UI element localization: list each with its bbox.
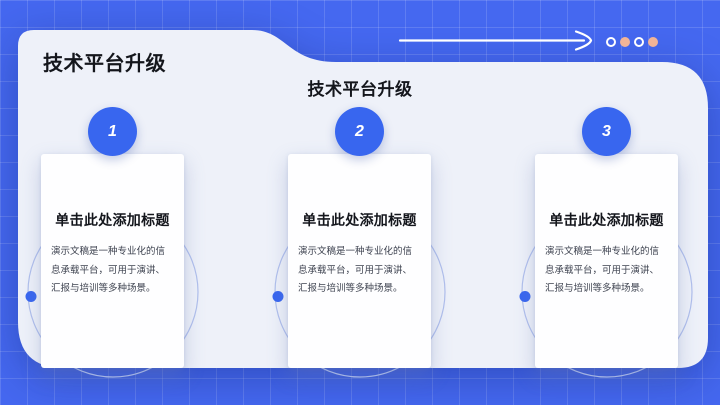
card-body-text: 演示文稿是一种专业化的信息承载平台，可用于演讲、汇报与培训等多种场景。 bbox=[545, 246, 660, 294]
step-number: 1 bbox=[108, 122, 117, 140]
arrow-strokes bbox=[398, 30, 593, 51]
ring-dot bbox=[519, 291, 531, 302]
step-number-badge: 3 bbox=[582, 107, 631, 156]
card-title-placeholder: 单击此处添加标题 bbox=[302, 212, 417, 228]
ring-dot bbox=[25, 291, 37, 302]
slide-tab-title: 技术平台升级 bbox=[43, 53, 166, 75]
step-number-badge: 2 bbox=[335, 107, 384, 156]
pagination-dot-filled-icon bbox=[648, 37, 658, 47]
step-number: 3 bbox=[602, 122, 611, 140]
ring-dot bbox=[272, 291, 284, 302]
step-number-badge: 1 bbox=[88, 107, 137, 156]
content-card: 单击此处添加标题 演示文稿是一种专业化的信息承载平台，可用于演讲、汇报与培训等多… bbox=[41, 154, 184, 368]
pagination-dot-hollow-icon bbox=[634, 37, 644, 47]
pagination-dots bbox=[606, 37, 658, 47]
card-body-text: 演示文稿是一种专业化的信息承载平台，可用于演讲、汇报与培训等多种场景。 bbox=[298, 246, 413, 294]
card-title-placeholder: 单击此处添加标题 bbox=[55, 212, 170, 228]
card-title-placeholder: 单击此处添加标题 bbox=[549, 212, 664, 228]
content-card: 单击此处添加标题 演示文稿是一种专业化的信息承载平台，可用于演讲、汇报与培训等多… bbox=[288, 154, 431, 368]
step-column-3: 3 单击此处添加标题 演示文稿是一种专业化的信息承载平台，可用于演讲、汇报与培训… bbox=[535, 107, 678, 368]
step-number: 2 bbox=[355, 122, 364, 140]
step-column-1: 1 单击此处添加标题 演示文稿是一种专业化的信息承载平台，可用于演讲、汇报与培训… bbox=[41, 107, 184, 368]
pagination-dot-filled-icon bbox=[620, 37, 630, 47]
pagination-dot-hollow-icon bbox=[606, 37, 616, 47]
step-column-2: 2 单击此处添加标题 演示文稿是一种专业化的信息承载平台，可用于演讲、汇报与培训… bbox=[288, 107, 431, 368]
card-body-text: 演示文稿是一种专业化的信息承载平台，可用于演讲、汇报与培训等多种场景。 bbox=[51, 246, 166, 294]
slide-heading: 技术平台升级 bbox=[307, 80, 413, 99]
content-card: 单击此处添加标题 演示文稿是一种专业化的信息承载平台，可用于演讲、汇报与培训等多… bbox=[535, 154, 678, 368]
